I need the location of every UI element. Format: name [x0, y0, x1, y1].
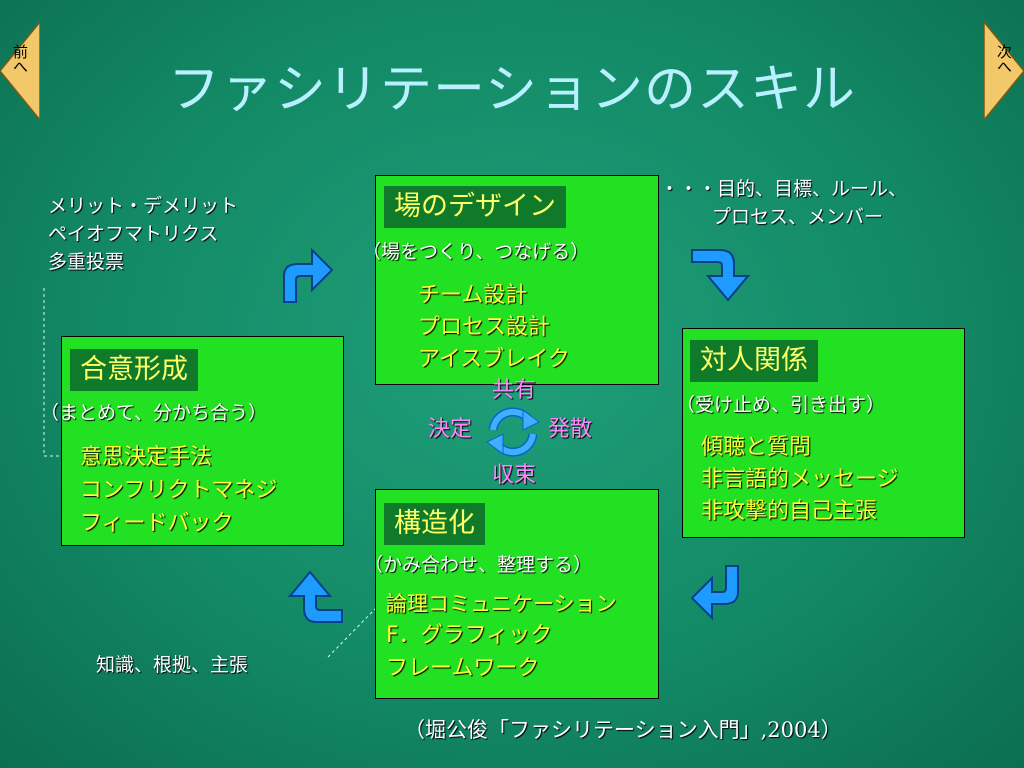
next-label: 次へ — [995, 44, 1013, 74]
cycle-left-label: 決定 — [428, 417, 473, 442]
cycle-bottom-label: 収束 — [492, 463, 537, 488]
consensus-heading: 合意形成 — [70, 349, 198, 391]
citation: （堀公俊「ファシリテーション入門」,2004） — [404, 718, 842, 742]
consensus-item: 意思決定手法 — [80, 445, 213, 470]
structure-subtitle: （かみ合わせ、整理する） — [364, 554, 593, 576]
prev-button[interactable]: 前へ — [0, 22, 40, 120]
relation-item: 非言語的メッセージ — [701, 467, 899, 492]
relation-heading: 対人関係 — [690, 340, 818, 382]
structure-note: 知識、根拠、主張 — [96, 654, 249, 676]
prev-label: 前へ — [11, 44, 29, 74]
arrow-up-right-icon — [283, 247, 334, 303]
design-item: チーム設計 — [418, 283, 528, 308]
arrow-left-up-icon — [287, 570, 343, 623]
cycle-arrows-icon — [486, 407, 540, 457]
consensus-item: フィードバック — [80, 511, 234, 536]
next-button[interactable]: 次へ — [984, 22, 1024, 120]
cycle-right-label: 発散 — [548, 417, 593, 442]
design-subtitle: （場をつくり、つなげる） — [362, 241, 590, 263]
design-heading: 場のデザイン — [384, 186, 566, 228]
design-note-line2: プロセス、メンバー — [712, 206, 884, 228]
consensus-note-item: メリット・デメリット — [48, 195, 239, 217]
relation-item: 傾聴と質問 — [701, 435, 812, 460]
design-note-line1: ・・・目的、目標、ルール、 — [660, 178, 908, 200]
consensus-subtitle: （まとめて、分かち合う） — [40, 402, 268, 424]
structure-heading: 構造化 — [384, 503, 485, 545]
next-tab-shape — [984, 22, 1024, 120]
page-title: ファシリテーションのスキル — [168, 60, 856, 120]
consensus-note-item: 多重投票 — [48, 251, 125, 273]
structure-item: フレームワーク — [386, 656, 540, 681]
cycle-top-label: 共有 — [492, 378, 537, 403]
arrow-right-down-icon — [691, 249, 751, 302]
design-item: プロセス設計 — [418, 315, 551, 340]
structure-item: 論理コミュニケーション — [386, 592, 617, 616]
arrow-down-left-icon — [690, 565, 739, 621]
prev-tab-shape — [0, 22, 40, 120]
consensus-item: コンフリクトマネジ — [80, 478, 278, 503]
consensus-note-item: ペイオフマトリクス — [48, 223, 219, 245]
relation-item: 非攻撃的自己主張 — [701, 499, 878, 524]
design-item: アイスブレイク — [418, 347, 570, 372]
structure-item: F．グラフィック — [386, 623, 553, 648]
relation-subtitle: （受け止め、引き出す） — [676, 394, 886, 416]
